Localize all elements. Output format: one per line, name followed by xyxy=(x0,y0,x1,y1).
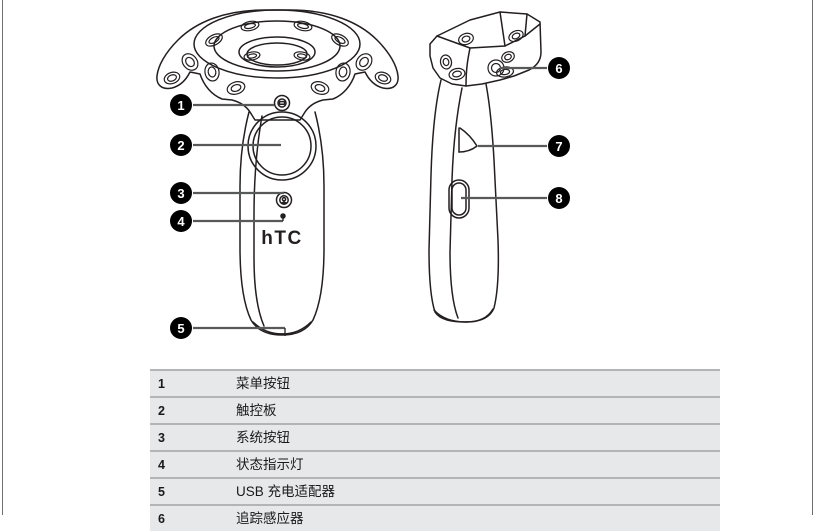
page-right-edge xyxy=(812,0,813,515)
table-cell-number: 5 xyxy=(150,477,236,505)
table-cell-description: 追踪感应器 xyxy=(236,504,720,531)
callout-badge-4: 4 xyxy=(170,210,192,232)
callout-badge-number: 8 xyxy=(555,190,563,206)
callout-badge-1: 1 xyxy=(170,94,192,116)
table-cell-description-text: 系统按钮 xyxy=(236,429,290,445)
table-cell-description: 触控板 xyxy=(236,396,720,424)
table-cell-description-text: 触控板 xyxy=(236,402,277,418)
callout-badge-2: 2 xyxy=(170,134,192,156)
controller-illustration: hTC xyxy=(156,9,570,339)
callout-badge-7: 7 xyxy=(548,135,570,157)
callout-badge-8: 8 xyxy=(548,187,570,209)
table-cell-description-text: 状态指示灯 xyxy=(236,456,304,472)
table-cell-number: 4 xyxy=(150,450,236,478)
callout-badge-number: 6 xyxy=(555,60,563,76)
callout-badge-number: 4 xyxy=(177,213,185,229)
callout-badge-number: 1 xyxy=(177,97,185,113)
callout-badge-number: 3 xyxy=(177,185,185,201)
callout-badge-5: 5 xyxy=(170,317,192,339)
callout-badge-number: 7 xyxy=(555,138,563,154)
controller-front-view xyxy=(156,9,399,336)
table-cell-number: 2 xyxy=(150,396,236,424)
callout-badge-number: 5 xyxy=(177,320,185,336)
table-cell-number: 6 xyxy=(150,504,236,531)
table-cell-description: 状态指示灯 xyxy=(236,450,720,478)
callout-badge-6: 6 xyxy=(548,57,570,79)
table-cell-description-text: 追踪感应器 xyxy=(236,510,304,526)
table-cell-description-text: USB 充电适配器 xyxy=(236,483,336,499)
table-cell-number: 1 xyxy=(150,369,236,397)
table-cell-description: 系统按钮 xyxy=(236,423,720,451)
controller-side-view xyxy=(428,11,542,323)
callout-badge-number: 2 xyxy=(177,137,185,153)
table-cell-description: 菜单按钮 xyxy=(236,369,720,397)
callout-leader-lines xyxy=(193,66,547,330)
table-cell-description-text: 菜单按钮 xyxy=(236,375,290,391)
brand-wordmark: hTC xyxy=(261,228,302,249)
callout-badge-3: 3 xyxy=(170,182,192,204)
page-left-edge xyxy=(2,0,3,515)
table-cell-number: 3 xyxy=(150,423,236,451)
table-cell-description: USB 充电适配器 xyxy=(236,477,720,505)
